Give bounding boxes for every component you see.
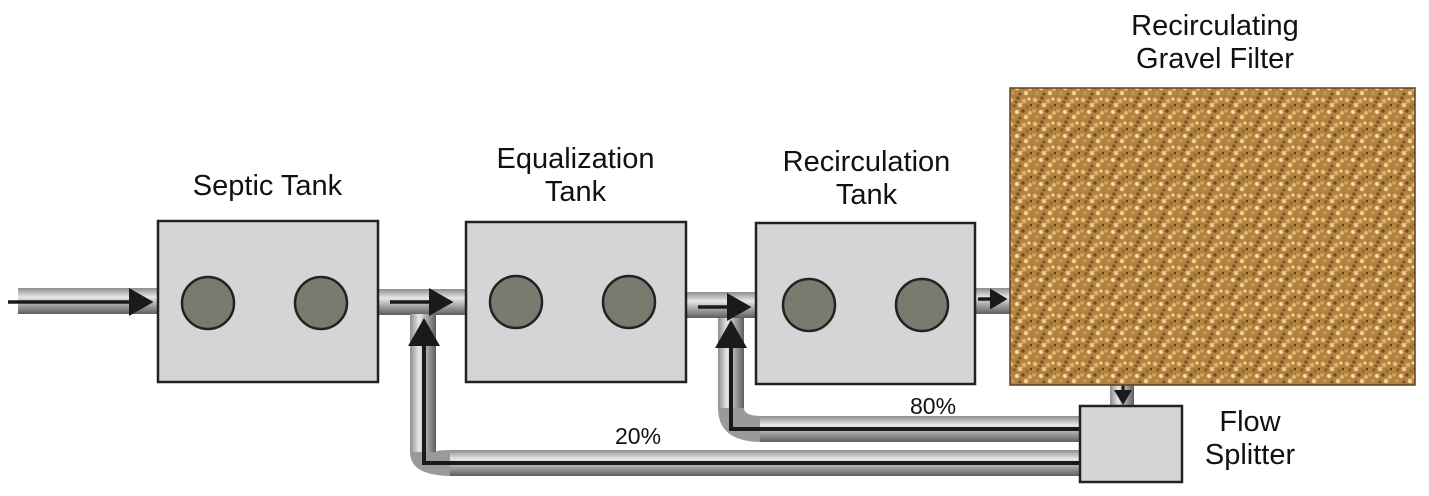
septic-tank-label: Septic Tank (160, 170, 375, 203)
gravel-filter-label-line2: Gravel Filter (1136, 43, 1294, 75)
recirculation-tank-label-line1: Recirculation (782, 146, 951, 178)
pipe-recirculation-to-filter (975, 288, 1012, 314)
tank-port-inlet (180, 275, 236, 331)
flow-percent-80: 80% (910, 393, 957, 419)
recirculating-gravel-filter (1009, 87, 1416, 386)
tank-port-inlet (781, 277, 837, 333)
flow-percent-20: 20% (615, 423, 662, 449)
septic-tank-label-text: Septic Tank (192, 170, 343, 202)
return-flow-20-arrow (408, 318, 1082, 465)
gravel-filter-label: Recirculating Gravel Filter (1110, 10, 1320, 76)
equalization-tank-label-line1: Equalization (496, 143, 655, 175)
return-pipe-80-elbow (718, 408, 762, 442)
equalization-tank-label-line2: Tank (544, 176, 607, 208)
gravel-filter-label-line1: Recirculating (1131, 10, 1299, 42)
flow-splitter-label-line2: Splitter (1204, 439, 1296, 471)
flow-splitter (1078, 404, 1184, 484)
equalization-tank (464, 220, 688, 384)
flow-splitter-label-line1: Flow (1219, 406, 1281, 438)
recirculation-tank (754, 221, 977, 386)
return-flow-80-arrow (715, 320, 1082, 431)
equalization-tank-label: Equalization Tank (468, 143, 683, 209)
tank-port-outlet (293, 275, 349, 331)
pipe-equalization-to-recirculation (686, 292, 756, 318)
tank-port-outlet (601, 274, 657, 330)
recirculation-tank-label: Recirculation Tank (758, 146, 975, 212)
recirculation-tank-label-line2: Tank (835, 179, 898, 211)
tank-port-outlet (894, 277, 950, 333)
tank-port-inlet (488, 274, 544, 330)
flow-splitter-label: Flow Splitter (1190, 406, 1310, 472)
septic-tank (156, 219, 380, 384)
